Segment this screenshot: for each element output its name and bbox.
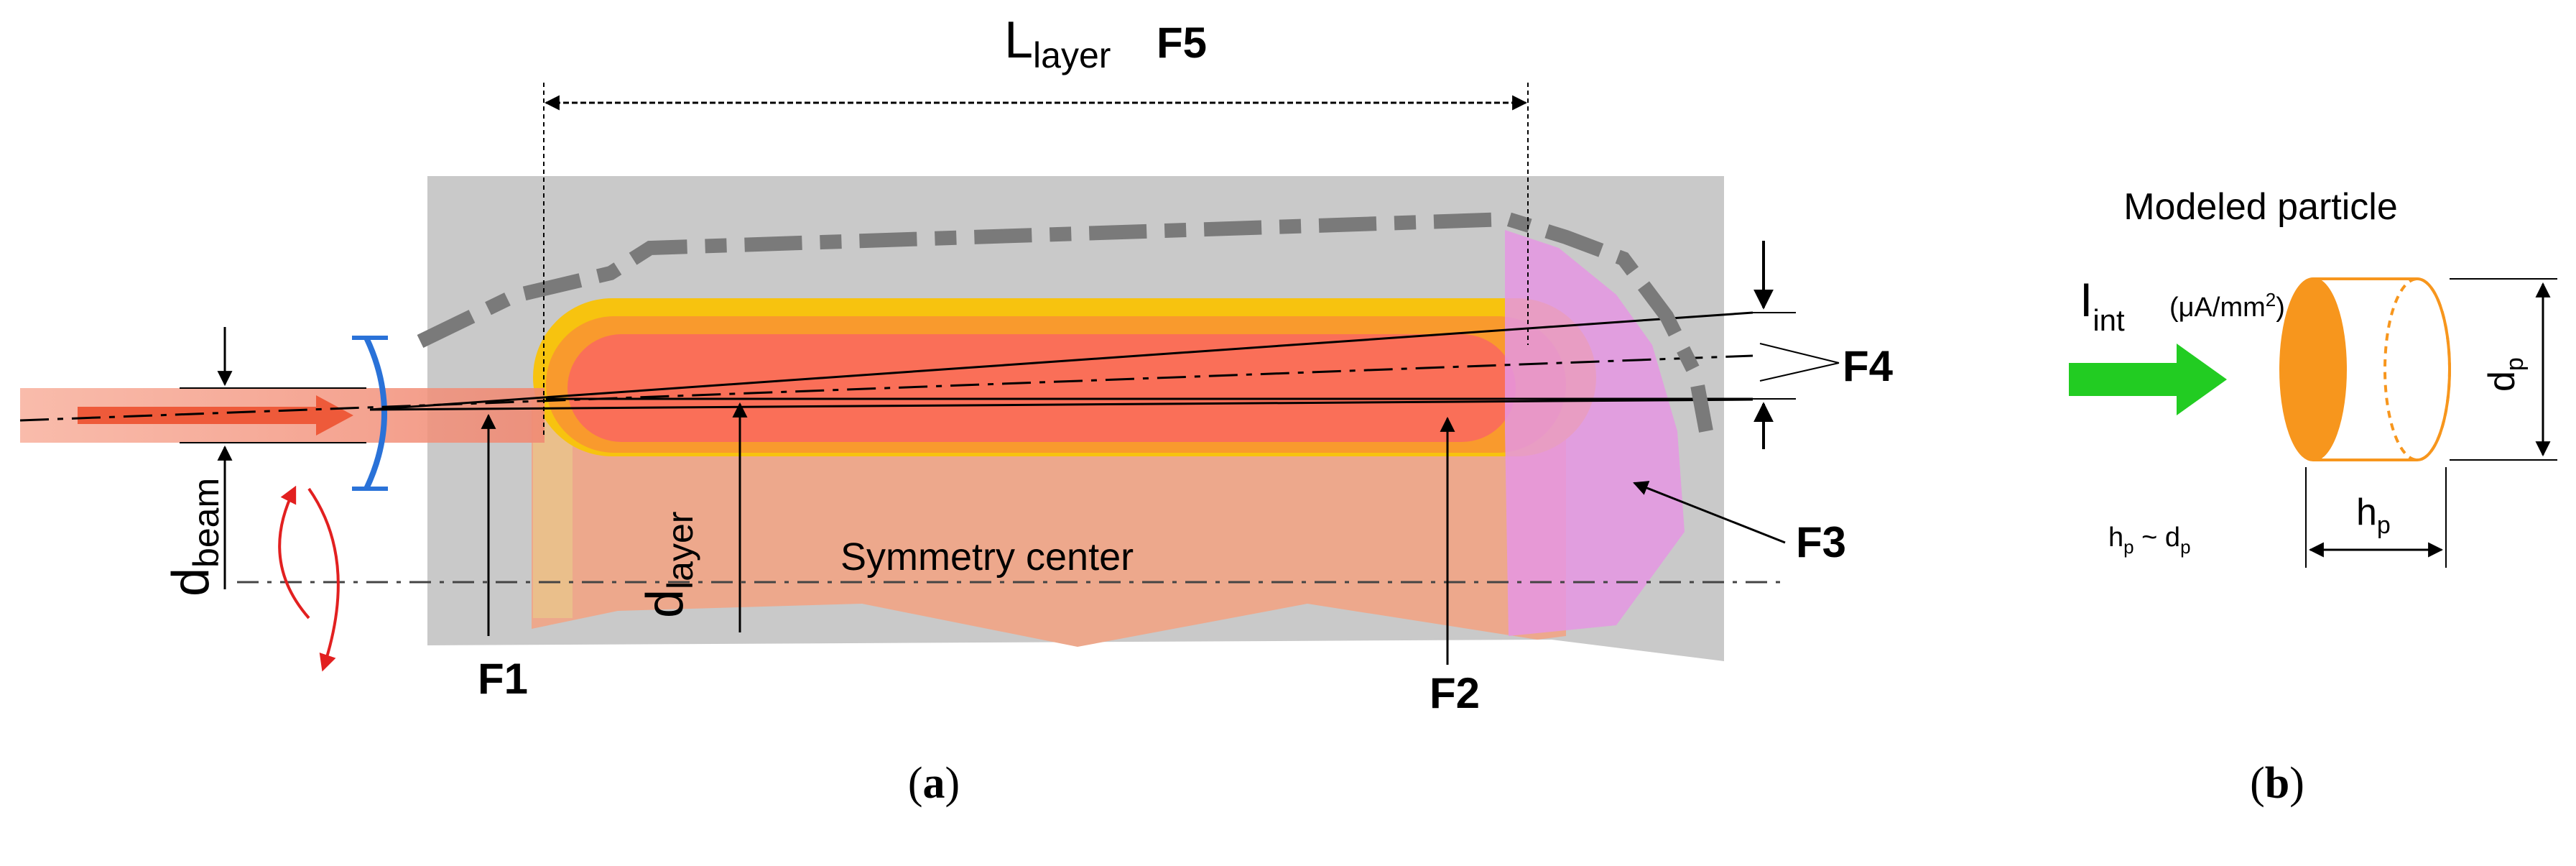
rotation-arrow-upper: [278, 485, 310, 619]
F3-label: F3: [1796, 518, 1846, 566]
beam-arrow: [78, 395, 353, 436]
symmetry-center-label: Symmetry center: [840, 535, 1134, 579]
d-layer-label: dlayer: [636, 512, 700, 618]
panel-a: Llayer F5 F4 F3 F2 F1 dbeam dlayer Symme…: [19, 11, 1894, 808]
lens: [363, 336, 387, 490]
layer-inner: [567, 334, 1516, 442]
d-p-label: dp: [2481, 357, 2529, 392]
particle-cylinder: [2279, 277, 2451, 461]
F5-label: F5: [1157, 19, 1207, 67]
green-arrow: [2069, 344, 2227, 415]
beam-axis: [19, 354, 1753, 422]
relation-label: hp ~ dp: [2108, 522, 2191, 558]
F4-label: F4: [1843, 342, 1894, 390]
F3-zone: [1505, 230, 1685, 636]
L-layer-label: Llayer: [1004, 11, 1111, 75]
I-int-label: Iint: [2080, 273, 2125, 337]
layer-outline: [417, 211, 1713, 433]
d-beam-label: dbeam: [162, 478, 226, 596]
panel-b: Modeled particle Iint (μA/mm2) dp: [2069, 186, 2557, 808]
caption-a: (a): [908, 759, 960, 808]
caption-b: (b): [2250, 759, 2304, 808]
h-p-label: hp: [2356, 492, 2391, 539]
F2-label: F2: [1430, 669, 1480, 717]
F1-label: F1: [478, 655, 528, 703]
units-label: (μA/mm2): [2169, 289, 2285, 323]
rotation-arrow-lower: [307, 487, 340, 672]
modeled-particle-title: Modeled particle: [2123, 186, 2398, 228]
